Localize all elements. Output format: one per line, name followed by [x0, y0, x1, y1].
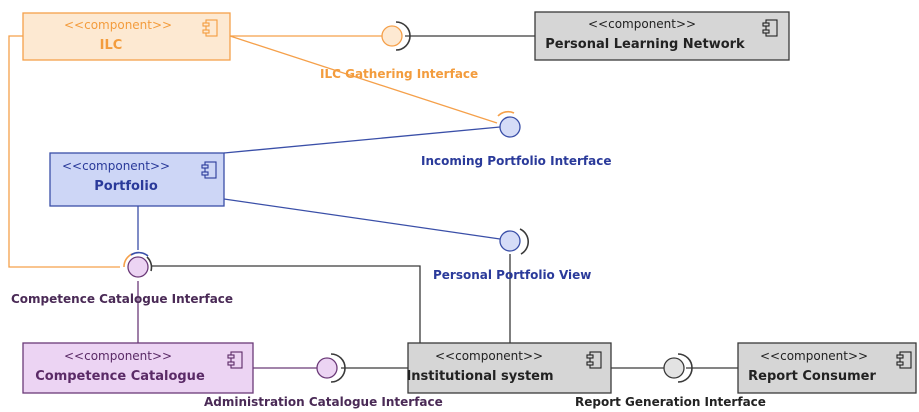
report-name: Report Consumer	[748, 369, 876, 384]
report-consumer-component[interactable]: <<component>> Report Consumer	[737, 342, 917, 394]
component-icon	[762, 19, 778, 37]
portfolio-name: Portfolio	[94, 179, 158, 194]
portfolio-to-view-line	[223, 198, 501, 240]
personal-learning-network-component[interactable]: <<component>> Personal Learning Network	[534, 11, 790, 61]
ilc-to-competence-line	[8, 35, 120, 268]
ilc-to-incoming-line	[229, 35, 498, 124]
institutional-system-component[interactable]: <<component>> Institutional system	[406, 342, 612, 394]
report-generation-interface-symbol[interactable]	[663, 353, 693, 383]
ilc-gathering-interface-label: ILC Gathering Interface	[320, 67, 478, 81]
pln-stereotype: <<component>>	[588, 17, 696, 31]
ilc-name: ILC	[100, 38, 123, 53]
component-icon	[586, 351, 602, 369]
institutional-to-competence-line	[151, 265, 421, 343]
ilc-component[interactable]: <<component>> ILC	[22, 12, 231, 61]
administration-catalogue-interface-symbol[interactable]	[316, 353, 346, 383]
institutional-stereotype: <<component>>	[435, 349, 543, 363]
competence-catalogue-interface-label: Competence Catalogue Interface	[11, 292, 233, 306]
portfolio-stereotype: <<component>>	[62, 159, 170, 173]
personal-portfolio-view-label: Personal Portfolio View	[433, 268, 591, 282]
component-icon	[201, 161, 217, 179]
competence-catalogue-component[interactable]: <<component>> Competence Catalogue	[22, 342, 254, 394]
component-icon	[227, 351, 243, 369]
ilc-gathering-interface-symbol[interactable]	[381, 21, 411, 51]
report-generation-interface-label: Report Generation Interface	[575, 395, 766, 409]
incoming-portfolio-interface-label: Incoming Portfolio Interface	[421, 154, 611, 168]
portfolio-to-incoming-line	[223, 126, 501, 154]
report-stereotype: <<component>>	[760, 349, 868, 363]
component-icon	[896, 351, 912, 369]
portfolio-component[interactable]: <<component>> Portfolio	[49, 152, 225, 207]
component-icon	[202, 19, 218, 37]
incoming-portfolio-interface-symbol[interactable]	[497, 110, 521, 138]
pln-name: Personal Learning Network	[545, 37, 745, 52]
ilc-stereotype: <<component>>	[64, 18, 172, 32]
catalogue-stereotype: <<component>>	[64, 349, 172, 363]
institutional-name: Institutional system	[406, 369, 553, 384]
catalogue-name: Competence Catalogue	[35, 369, 205, 384]
personal-portfolio-view-symbol[interactable]	[499, 228, 530, 255]
administration-catalogue-interface-label: Administration Catalogue Interface	[204, 395, 443, 409]
competence-catalogue-interface-symbol[interactable]	[123, 251, 153, 278]
